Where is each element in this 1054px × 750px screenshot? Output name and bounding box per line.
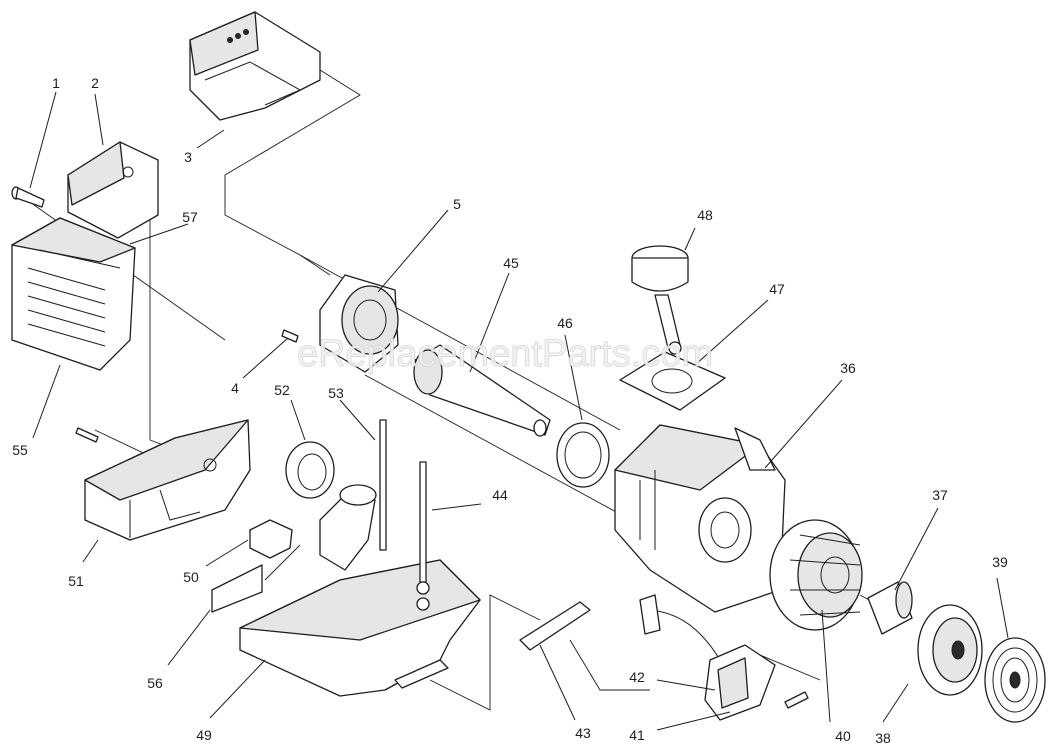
- part-41-screw: [784, 691, 809, 709]
- callout-1: 1: [52, 75, 60, 91]
- callout-39: 39: [992, 554, 1008, 570]
- part-44-rod: [416, 461, 430, 611]
- part-42-ignition-module: [639, 594, 776, 721]
- callout-labels: 1 2 3 57 55 5 45 4 52 53 46 47 48 36 44 …: [12, 75, 1008, 746]
- part-46-gasket-ring: [556, 422, 610, 488]
- callout-2: 2: [91, 75, 99, 91]
- callout-38: 38: [875, 730, 891, 746]
- part-43-link: [519, 601, 591, 651]
- callout-49: 49: [196, 727, 212, 743]
- callout-53: 53: [328, 385, 344, 401]
- callout-3: 3: [184, 149, 192, 165]
- leader-lines: [29, 91, 1009, 731]
- callout-51: 51: [68, 573, 84, 589]
- part-55-fan-housing: [11, 217, 136, 371]
- callout-57: 57: [182, 209, 198, 225]
- callout-36: 36: [840, 360, 856, 376]
- part-3-top-shield: [189, 11, 321, 121]
- part-49-base-tank: [239, 559, 481, 697]
- part-38-pulley: [917, 604, 983, 696]
- part-2-cover: [67, 141, 159, 239]
- callout-56: 56: [147, 675, 163, 691]
- callout-48: 48: [697, 207, 713, 223]
- callout-45: 45: [503, 255, 519, 271]
- part-40-flywheel: [769, 519, 863, 631]
- callout-52: 52: [274, 382, 290, 398]
- callout-55: 55: [12, 442, 28, 458]
- callout-37: 37: [932, 487, 948, 503]
- part-36-engine-block: [614, 424, 786, 613]
- part-1-screw: [11, 186, 45, 208]
- part-47-gasket-plate: [619, 351, 726, 411]
- callout-44: 44: [492, 487, 508, 503]
- callout-5: 5: [453, 196, 461, 212]
- part-45-crankshaft: [413, 344, 551, 437]
- part-52-filter-ring: [285, 441, 335, 499]
- part-37-sleeve: [867, 581, 913, 635]
- callout-43: 43: [575, 725, 591, 741]
- part-39-spring: [984, 637, 1046, 723]
- intake-elbow: [319, 484, 377, 571]
- part-4-screw: [281, 329, 299, 343]
- callout-42: 42: [629, 669, 645, 685]
- part-48-piston: [631, 245, 689, 355]
- callout-41: 41: [629, 727, 645, 743]
- callout-50: 50: [183, 569, 199, 585]
- callout-47: 47: [769, 281, 785, 297]
- part-53-rod: [379, 419, 387, 551]
- part-5-crankcase: [319, 274, 399, 373]
- callout-4: 4: [231, 380, 239, 396]
- part-51-front-cover: [75, 419, 251, 541]
- part-50-bracket: [249, 519, 293, 559]
- watermark: eReplacementParts.com: [297, 333, 713, 375]
- part-56-gasket-sheet: [211, 564, 263, 613]
- callout-46: 46: [557, 315, 573, 331]
- callout-40: 40: [835, 728, 851, 744]
